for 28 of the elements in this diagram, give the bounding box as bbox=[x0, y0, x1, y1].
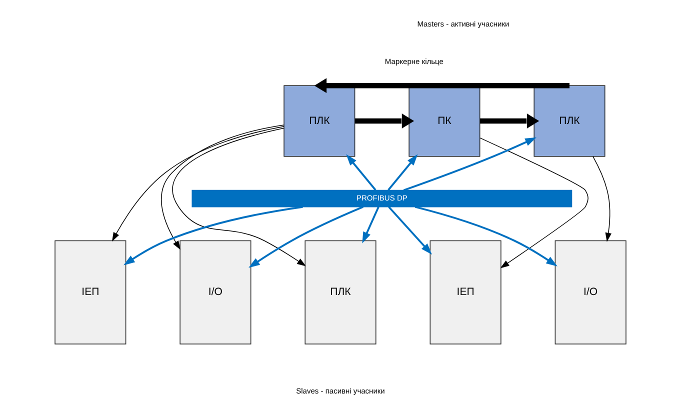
node-box: ІЕП bbox=[429, 240, 501, 344]
arrow bbox=[479, 138, 588, 268]
arrow bbox=[402, 137, 536, 192]
arrow bbox=[172, 128, 306, 266]
arrow bbox=[314, 78, 569, 94]
label: Slaves - пасивні учасники bbox=[296, 386, 384, 396]
arrow bbox=[387, 154, 418, 191]
arrow bbox=[592, 156, 612, 242]
arrow bbox=[160, 124, 284, 250]
node-box: PROFIBUS DP bbox=[191, 190, 572, 208]
arrow bbox=[388, 206, 432, 255]
label: Masters - активні учасники bbox=[416, 19, 509, 28]
arrow bbox=[346, 154, 376, 191]
node-box: ПЛК bbox=[283, 85, 355, 157]
arrow bbox=[354, 114, 414, 128]
node-box: I/O bbox=[179, 240, 251, 344]
node-box: ІЕП bbox=[54, 240, 126, 344]
node-box: ПЛК bbox=[304, 240, 376, 344]
node-box: ПК bbox=[408, 85, 480, 157]
arrow bbox=[111, 126, 284, 242]
node-box: I/O bbox=[554, 240, 626, 344]
arrow bbox=[248, 206, 364, 268]
node-box: ПЛК bbox=[533, 85, 605, 157]
edge-label: Маркерне кільце bbox=[384, 57, 443, 66]
arrow bbox=[479, 114, 539, 128]
arrow bbox=[123, 206, 302, 266]
arrow bbox=[414, 206, 557, 266]
arrow bbox=[362, 206, 379, 244]
